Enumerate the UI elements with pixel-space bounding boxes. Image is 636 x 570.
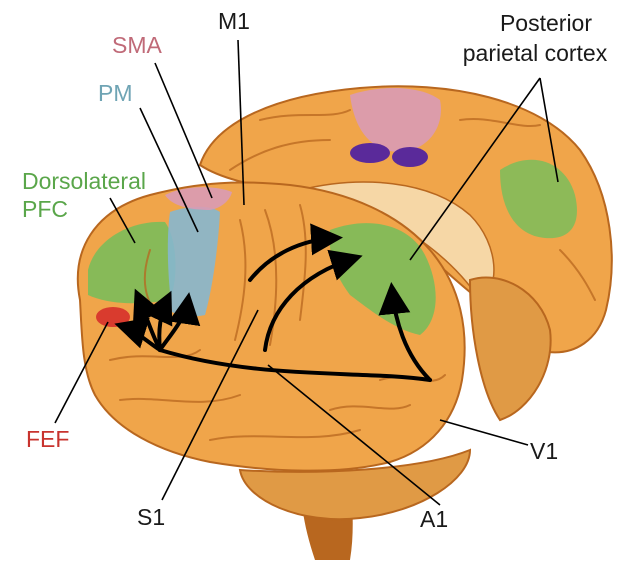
label-dlpfc-line2: PFC <box>22 196 68 222</box>
arrow-v1-to-pfc <box>158 348 432 382</box>
label-ppc-line1: Posterior <box>499 10 593 36</box>
leader-a1 <box>267 364 441 506</box>
leader-s1 <box>161 309 259 501</box>
leader-lines <box>54 39 559 506</box>
arrow-to-dlpfc-2 <box>143 290 173 352</box>
region-medial-violet-1 <box>350 143 390 163</box>
leader-ppc-1 <box>409 77 541 261</box>
arrow-v1-to-ppc <box>378 282 432 382</box>
leader-m1 <box>237 39 245 206</box>
arrow-s1-to-ppc <box>248 223 343 282</box>
label-ppc-line2: parietal cortex <box>462 40 608 66</box>
arrow-a1-to-ppc <box>263 249 363 352</box>
label-fef: FEF <box>26 426 70 452</box>
leader-v1 <box>439 419 529 446</box>
leader-fef <box>54 321 109 424</box>
region-fef <box>96 307 130 327</box>
region-medial-pink <box>350 88 441 152</box>
medial-cerebellum <box>468 276 552 422</box>
leader-ppc-2 <box>539 77 559 183</box>
region-dlpfc <box>88 221 176 304</box>
label-pm: PM <box>98 80 133 106</box>
leader-dlpfc <box>109 197 136 244</box>
region-sma-lateral <box>165 187 232 210</box>
label-a1: A1 <box>420 506 449 532</box>
arrow-to-fef <box>114 317 162 352</box>
leader-sma <box>154 62 213 199</box>
label-s1: S1 <box>137 504 166 530</box>
label-dlpfc-line1: Dorsolateral <box>22 168 146 194</box>
connection-arrows <box>114 223 432 382</box>
label-sma: SMA <box>112 32 162 58</box>
label-v1: V1 <box>530 438 559 464</box>
arrow-to-pm-1 <box>158 292 201 352</box>
cerebellum <box>238 448 472 521</box>
leader-pm <box>139 107 199 233</box>
region-medial-violet-2 <box>392 147 428 167</box>
label-m1: M1 <box>218 8 250 34</box>
region-pm <box>167 206 220 317</box>
